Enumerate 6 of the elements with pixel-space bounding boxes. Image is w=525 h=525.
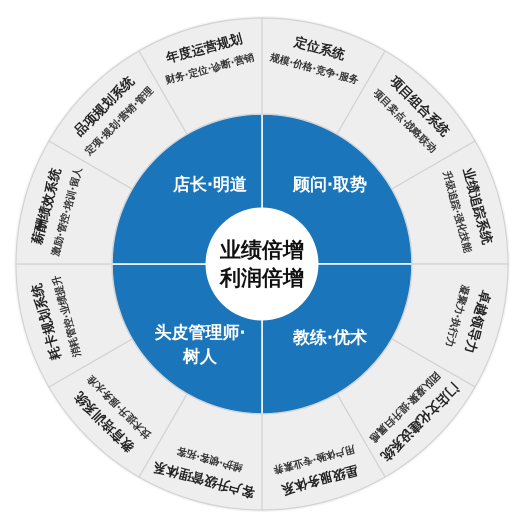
- quadrant-label: 店长·明道: [172, 174, 248, 197]
- center-text: 利润倍增: [220, 265, 304, 292]
- quadrant-label: 教练·优术: [292, 327, 368, 350]
- quadrant-label: 头皮管理师·树人: [154, 322, 246, 369]
- quadrant-label: 顾问·取势: [292, 174, 368, 197]
- center-text: 业绩倍增: [220, 237, 304, 264]
